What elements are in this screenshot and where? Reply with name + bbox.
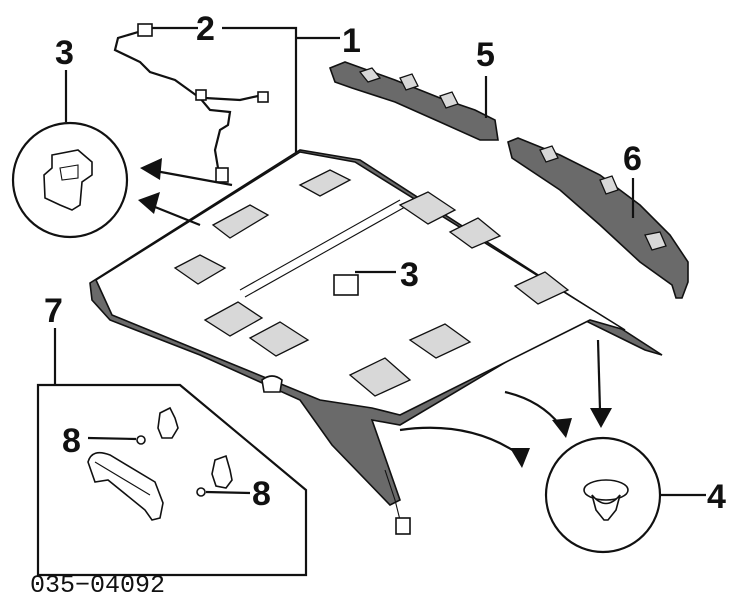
callout-3-center: 3 bbox=[400, 256, 419, 294]
callout-8-upper: 8 bbox=[62, 422, 81, 460]
arrow-head-lower bbox=[138, 192, 160, 214]
callout-2: 2 bbox=[196, 10, 215, 48]
arrow-line-left bbox=[399, 426, 521, 456]
arrow-head-right bbox=[552, 418, 572, 438]
callout-4: 4 bbox=[707, 478, 726, 516]
callout-5: 5 bbox=[476, 36, 495, 74]
diagram-code: 035−04092 bbox=[30, 571, 165, 600]
headliner-panel bbox=[89, 149, 663, 535]
grab-handle-recess bbox=[261, 375, 283, 393]
callout-1: 1 bbox=[342, 22, 361, 60]
callout-3-left: 3 bbox=[55, 34, 74, 72]
trim-strip-6 bbox=[507, 137, 689, 299]
leader-1 bbox=[222, 26, 298, 152]
harness-connector-top bbox=[137, 23, 153, 37]
push-clip-detail-circle bbox=[544, 436, 662, 554]
arrow-head-left bbox=[510, 448, 530, 468]
callout-8-lower: 8 bbox=[252, 475, 271, 513]
clip-detail-circle bbox=[11, 121, 129, 239]
center-clip-pad bbox=[333, 274, 359, 296]
harness-clip bbox=[195, 89, 207, 101]
arrow-head-upper bbox=[140, 158, 162, 180]
harness-connector-bottom bbox=[215, 167, 229, 183]
callout-6: 6 bbox=[623, 140, 642, 178]
trim-strip-5 bbox=[328, 61, 499, 141]
grab-handle-inset bbox=[36, 383, 308, 577]
arrow-line-upper bbox=[149, 168, 233, 187]
arrow-line-down bbox=[596, 339, 602, 411]
arrow-head-down bbox=[590, 408, 612, 428]
arrow-line-lower bbox=[149, 203, 201, 227]
wiring-harness bbox=[113, 23, 269, 183]
harness-connector-side bbox=[257, 91, 269, 103]
rear-harness-connector bbox=[395, 517, 411, 535]
callout-7: 7 bbox=[44, 292, 63, 330]
arrow-line-right bbox=[504, 390, 561, 426]
